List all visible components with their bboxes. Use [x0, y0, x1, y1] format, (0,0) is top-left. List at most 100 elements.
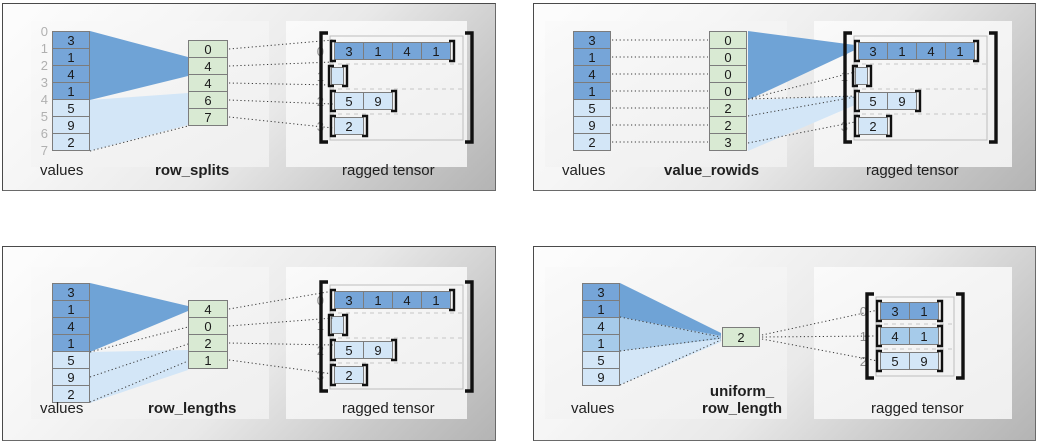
gutter-index: 1 [40, 41, 48, 56]
value-cell: 5 [573, 99, 611, 117]
tensor-row-index: 0 [859, 304, 867, 319]
tensor-cell: 3 [334, 42, 364, 60]
values-caption: values [571, 400, 615, 417]
tensor-cell: 2 [334, 117, 364, 135]
tensor-row-index: 2 [840, 94, 848, 109]
tensor-row-index: 3 [316, 368, 324, 383]
tensor-cell-empty [331, 67, 344, 85]
value-cell: 1 [582, 334, 620, 352]
value-cell: 9 [52, 116, 90, 134]
partition-cell: 2 [188, 334, 228, 352]
partition-cell: 0 [188, 317, 228, 335]
partition-cell: 4 [188, 57, 228, 75]
value-cell: 1 [52, 82, 90, 100]
value-cell: 5 [52, 351, 90, 369]
value-cell: 3 [582, 283, 620, 301]
tensor-row-index: 1 [316, 318, 324, 333]
tensor-caption: ragged tensor [342, 162, 435, 179]
tensor-cell: 1 [363, 42, 393, 60]
tensor-row-index: 2 [859, 354, 867, 369]
gutter-index: 4 [40, 92, 48, 107]
tensor-cell: 9 [887, 92, 917, 110]
tensor-cell: 4 [392, 42, 422, 60]
partition-cell: 3 [709, 133, 747, 151]
tensor-row-index: 0 [316, 293, 324, 308]
tensor-cell: 5 [880, 352, 910, 370]
tensor-row-index: 1 [859, 329, 867, 344]
tensor-row-index: 0 [316, 44, 324, 59]
partition-cell: 0 [709, 82, 747, 100]
tensor-row-index: 2 [316, 343, 324, 358]
tensor-cell: 5 [334, 92, 364, 110]
tensor-row-index: 3 [840, 119, 848, 134]
tensor-cell: 3 [858, 42, 888, 60]
tensor-cell: 5 [334, 341, 364, 359]
partition-cell: 1 [188, 351, 228, 369]
value-cell: 3 [52, 31, 90, 49]
gutter-index: 2 [40, 58, 48, 73]
partition-cell: 6 [188, 91, 228, 109]
tensor-caption: ragged tensor [866, 162, 959, 179]
value-cell: 1 [582, 300, 620, 318]
tensor-caption: ragged tensor [342, 400, 435, 417]
partition-cell: 2 [709, 116, 747, 134]
value-cell: 2 [573, 133, 611, 151]
tensor-row-index: 0 [840, 44, 848, 59]
partition-cell: 2 [709, 99, 747, 117]
partition-cell: 4 [188, 74, 228, 92]
value-cell: 1 [52, 300, 90, 318]
value-cell: 1 [52, 48, 90, 66]
tensor-cell: 3 [334, 291, 364, 309]
partition-cell: 0 [709, 65, 747, 83]
tensor-cell: 1 [363, 291, 393, 309]
partition-caption: row_splits [155, 162, 230, 179]
gutter-index: 5 [40, 109, 48, 124]
tensor-cell: 4 [880, 327, 910, 345]
value-cell: 9 [573, 116, 611, 134]
value-cell: 9 [582, 368, 620, 386]
value-cell: 5 [582, 351, 620, 369]
tensor-cell: 1 [887, 42, 917, 60]
partition-cell: 7 [188, 108, 228, 126]
tensor-cell: 1 [909, 327, 939, 345]
tensor-cell: 9 [909, 352, 939, 370]
tensor-cell: 1 [421, 42, 451, 60]
partition-cell: 0 [709, 48, 747, 66]
partition-cell: 0 [188, 40, 228, 58]
tensor-cell: 4 [916, 42, 946, 60]
value-cell: 2 [52, 385, 90, 403]
tensor-cell-empty [855, 67, 868, 85]
values-caption: values [40, 162, 84, 179]
tensor-row-index: 1 [840, 69, 848, 84]
partition-caption-line1: uniform_ [709, 383, 775, 400]
tensor-cell: 3 [880, 302, 910, 320]
tensor-cell: 1 [421, 291, 451, 309]
tensor-row-index: 3 [316, 119, 324, 134]
tensor-cell: 5 [858, 92, 888, 110]
partition-caption-line2: row_length [701, 400, 782, 417]
value-cell: 3 [573, 31, 611, 49]
values-caption: values [40, 400, 84, 417]
value-cell: 1 [573, 82, 611, 100]
partition-cell: 4 [188, 300, 228, 318]
gutter-index: 3 [40, 75, 48, 90]
gutter-index: 0 [40, 24, 48, 39]
value-cell: 5 [52, 99, 90, 117]
gutter-index: 6 [40, 126, 48, 141]
tensor-cell-empty [331, 316, 344, 334]
tensor-cell: 2 [858, 117, 888, 135]
value-cell: 9 [52, 368, 90, 386]
value-cell: 3 [52, 283, 90, 301]
partition-cell: 0 [709, 31, 747, 49]
value-cell: 2 [52, 133, 90, 151]
value-cell: 4 [582, 317, 620, 335]
gutter-index: 7 [40, 143, 48, 158]
tensor-cell: 4 [392, 291, 422, 309]
tensor-cell: 9 [363, 341, 393, 359]
value-cell: 1 [52, 334, 90, 352]
partition-caption: row_lengths [148, 400, 237, 417]
tensor-cell: 1 [945, 42, 975, 60]
partition-cell: 2 [722, 327, 760, 347]
partition-caption: value_rowids [664, 162, 760, 179]
